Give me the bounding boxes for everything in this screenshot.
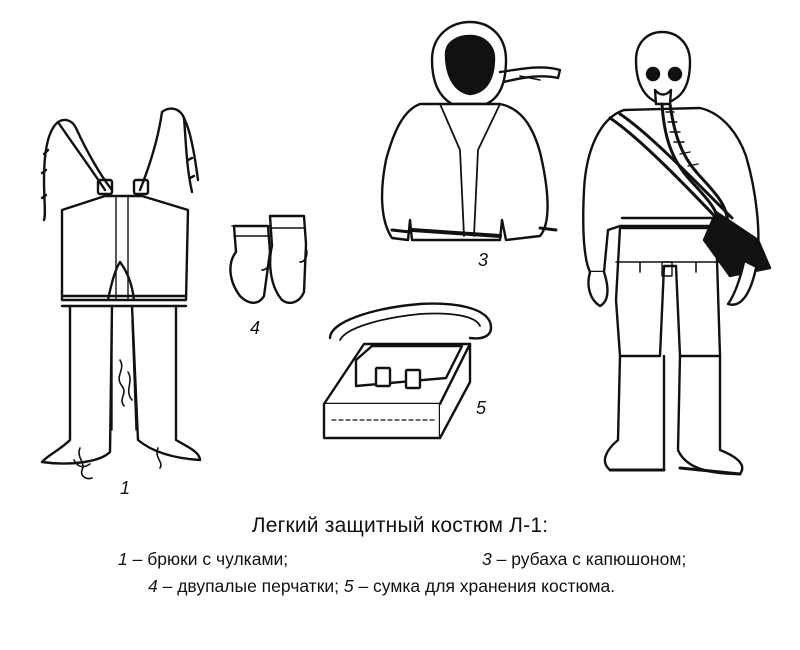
label-shirt-number: 3: [478, 250, 489, 270]
caption-item-1-text: – брюки с чулками;: [127, 549, 289, 569]
caption-item-3-number: 3: [482, 549, 492, 569]
caption-item-1-number: 1: [118, 549, 128, 569]
two-finger-gloves-drawing: [229, 214, 308, 304]
label-bag-number: 5: [476, 398, 487, 418]
label-gloves-number: 4: [250, 318, 261, 338]
label-trousers-number: 1: [120, 478, 131, 498]
caption-item-5-text: – сумка для хранения костюма.: [353, 576, 616, 596]
caption-title: Легкий защитный костюм Л-1:: [251, 514, 549, 537]
storage-bag-drawing: [322, 302, 493, 440]
trousers-with-stockings-drawing: [40, 107, 202, 480]
caption-line-2: 4 – двупалые перчатки; 5 – сумка для хра…: [148, 576, 615, 597]
shirt-with-hood-drawing: [380, 20, 562, 242]
caption-item-4-text: – двупалые перчатки;: [157, 576, 344, 596]
caption-item-5-number: 5: [343, 576, 354, 596]
caption-line-1-right: 3 – рубаха с капюшоном;: [482, 549, 686, 570]
caption-line-1-left: 1 – брюки с чулками;: [118, 549, 288, 570]
worn-suit-with-gas-mask-drawing: [582, 30, 772, 476]
caption-item-3-text: – рубаха с капюшоном;: [491, 549, 687, 569]
caption-item-4-number: 4: [148, 576, 158, 596]
